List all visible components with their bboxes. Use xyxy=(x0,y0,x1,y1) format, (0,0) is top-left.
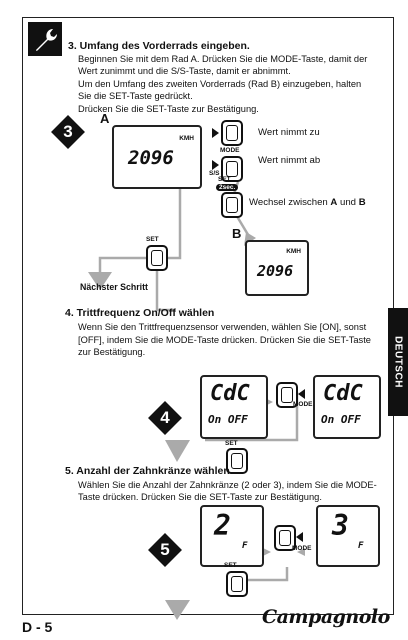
chainring-display-3: 3 F xyxy=(316,505,380,567)
chainring-display-2: 2 F xyxy=(200,505,264,567)
next-step-label: Nächster Schritt xyxy=(80,282,148,292)
ss-button[interactable] xyxy=(221,156,243,182)
cadence-label: CdC xyxy=(210,381,250,406)
section4-line3: zur Bestätigung. xyxy=(78,347,146,357)
campagnolo-logo: Campagnolo xyxy=(262,606,390,628)
wheel-b-display: KMH 2096 xyxy=(245,240,309,296)
chainring-value: 2 xyxy=(214,509,231,542)
step3-number: 3 xyxy=(63,122,73,141)
set-label: SET xyxy=(224,562,237,569)
front-label: F xyxy=(358,541,364,551)
wheel-b-label: B xyxy=(232,226,242,241)
section4-line2: [OFF], indem Sie die MODE-Taste drücken.… xyxy=(78,335,371,345)
section3-line3: Um den Umfang des zweiten Vorderrads (Ra… xyxy=(78,79,362,89)
increase-label: Wert nimmt zu xyxy=(258,127,320,138)
set-label: SET xyxy=(225,440,238,447)
circumference-value: 2096 xyxy=(128,147,174,169)
step5-number: 5 xyxy=(160,540,170,559)
section4-line1: Wenn Sie den Trittfrequenzsensor verwend… xyxy=(78,322,367,332)
set-label: SET xyxy=(218,176,231,183)
wheel-a-label: A xyxy=(100,111,110,126)
wrench-icon xyxy=(28,22,62,56)
mode-button[interactable] xyxy=(276,382,298,408)
pointer-icon xyxy=(212,160,219,170)
cadence-display-on: CdC On OFF xyxy=(200,375,268,439)
section5-line2: Taste drücken. Drücken Sie die SET-Taste… xyxy=(78,492,322,502)
section5-heading: 5. Anzahl der Zahnkränze wählen. xyxy=(65,465,233,477)
mode-label: MODE xyxy=(292,545,312,552)
step4-number: 4 xyxy=(160,408,170,427)
section3-line2: Wert zunimmt und die S/S-Taste, damit er… xyxy=(78,66,291,76)
unit-label: KMH xyxy=(179,135,194,142)
set-button-hold[interactable] xyxy=(221,192,243,218)
set-button[interactable] xyxy=(226,448,248,474)
set-label: SET xyxy=(146,236,159,243)
set-button[interactable] xyxy=(146,245,168,271)
two-sec-badge: 2sec. xyxy=(216,184,239,191)
pointer-icon xyxy=(296,532,303,542)
mode-button[interactable] xyxy=(221,120,243,146)
section4-heading: 4. Trittfrequenz On/Off wählen xyxy=(65,307,215,319)
front-label: F xyxy=(242,541,248,551)
circumference-value: 2096 xyxy=(257,262,294,280)
mode-button[interactable] xyxy=(274,525,296,551)
ss-label: S/S xyxy=(209,170,220,177)
on-off-label: On OFF xyxy=(208,413,248,426)
decrease-label: Wert nimmt ab xyxy=(258,155,321,166)
section3-line4: Sie die SET-Taste gedrückt. xyxy=(78,91,193,101)
pointer-icon xyxy=(212,128,219,138)
cadence-label: CdC xyxy=(323,381,363,406)
section3-line1: Beginnen Sie mit dem Rad A. Drücken Sie … xyxy=(78,54,368,64)
mode-label: MODE xyxy=(220,147,240,154)
language-tab-label: DEUTSCH xyxy=(392,336,404,388)
mode-label: MODE xyxy=(293,401,313,408)
section3-heading: 3. Umfang des Vorderrads eingeben. xyxy=(68,40,250,52)
on-off-label: On OFF xyxy=(321,413,361,426)
language-tab: DEUTSCH xyxy=(388,308,408,416)
wheel-a-display: KMH 2096 xyxy=(112,125,202,189)
page-number: D - 5 xyxy=(22,619,53,635)
switch-label: Wechsel zwischen A und B xyxy=(249,197,366,208)
unit-label: KMH xyxy=(286,248,301,255)
cadence-display-off: CdC On OFF xyxy=(313,375,381,439)
section3-line5: Drücken Sie die SET-Taste zur Bestätigun… xyxy=(78,104,259,114)
chainring-value: 3 xyxy=(332,509,349,542)
section5-line1: Wählen Sie die Anzahl der Zahnkränze (2 … xyxy=(78,480,377,490)
pointer-icon xyxy=(298,389,305,399)
set-button[interactable] xyxy=(226,571,248,597)
